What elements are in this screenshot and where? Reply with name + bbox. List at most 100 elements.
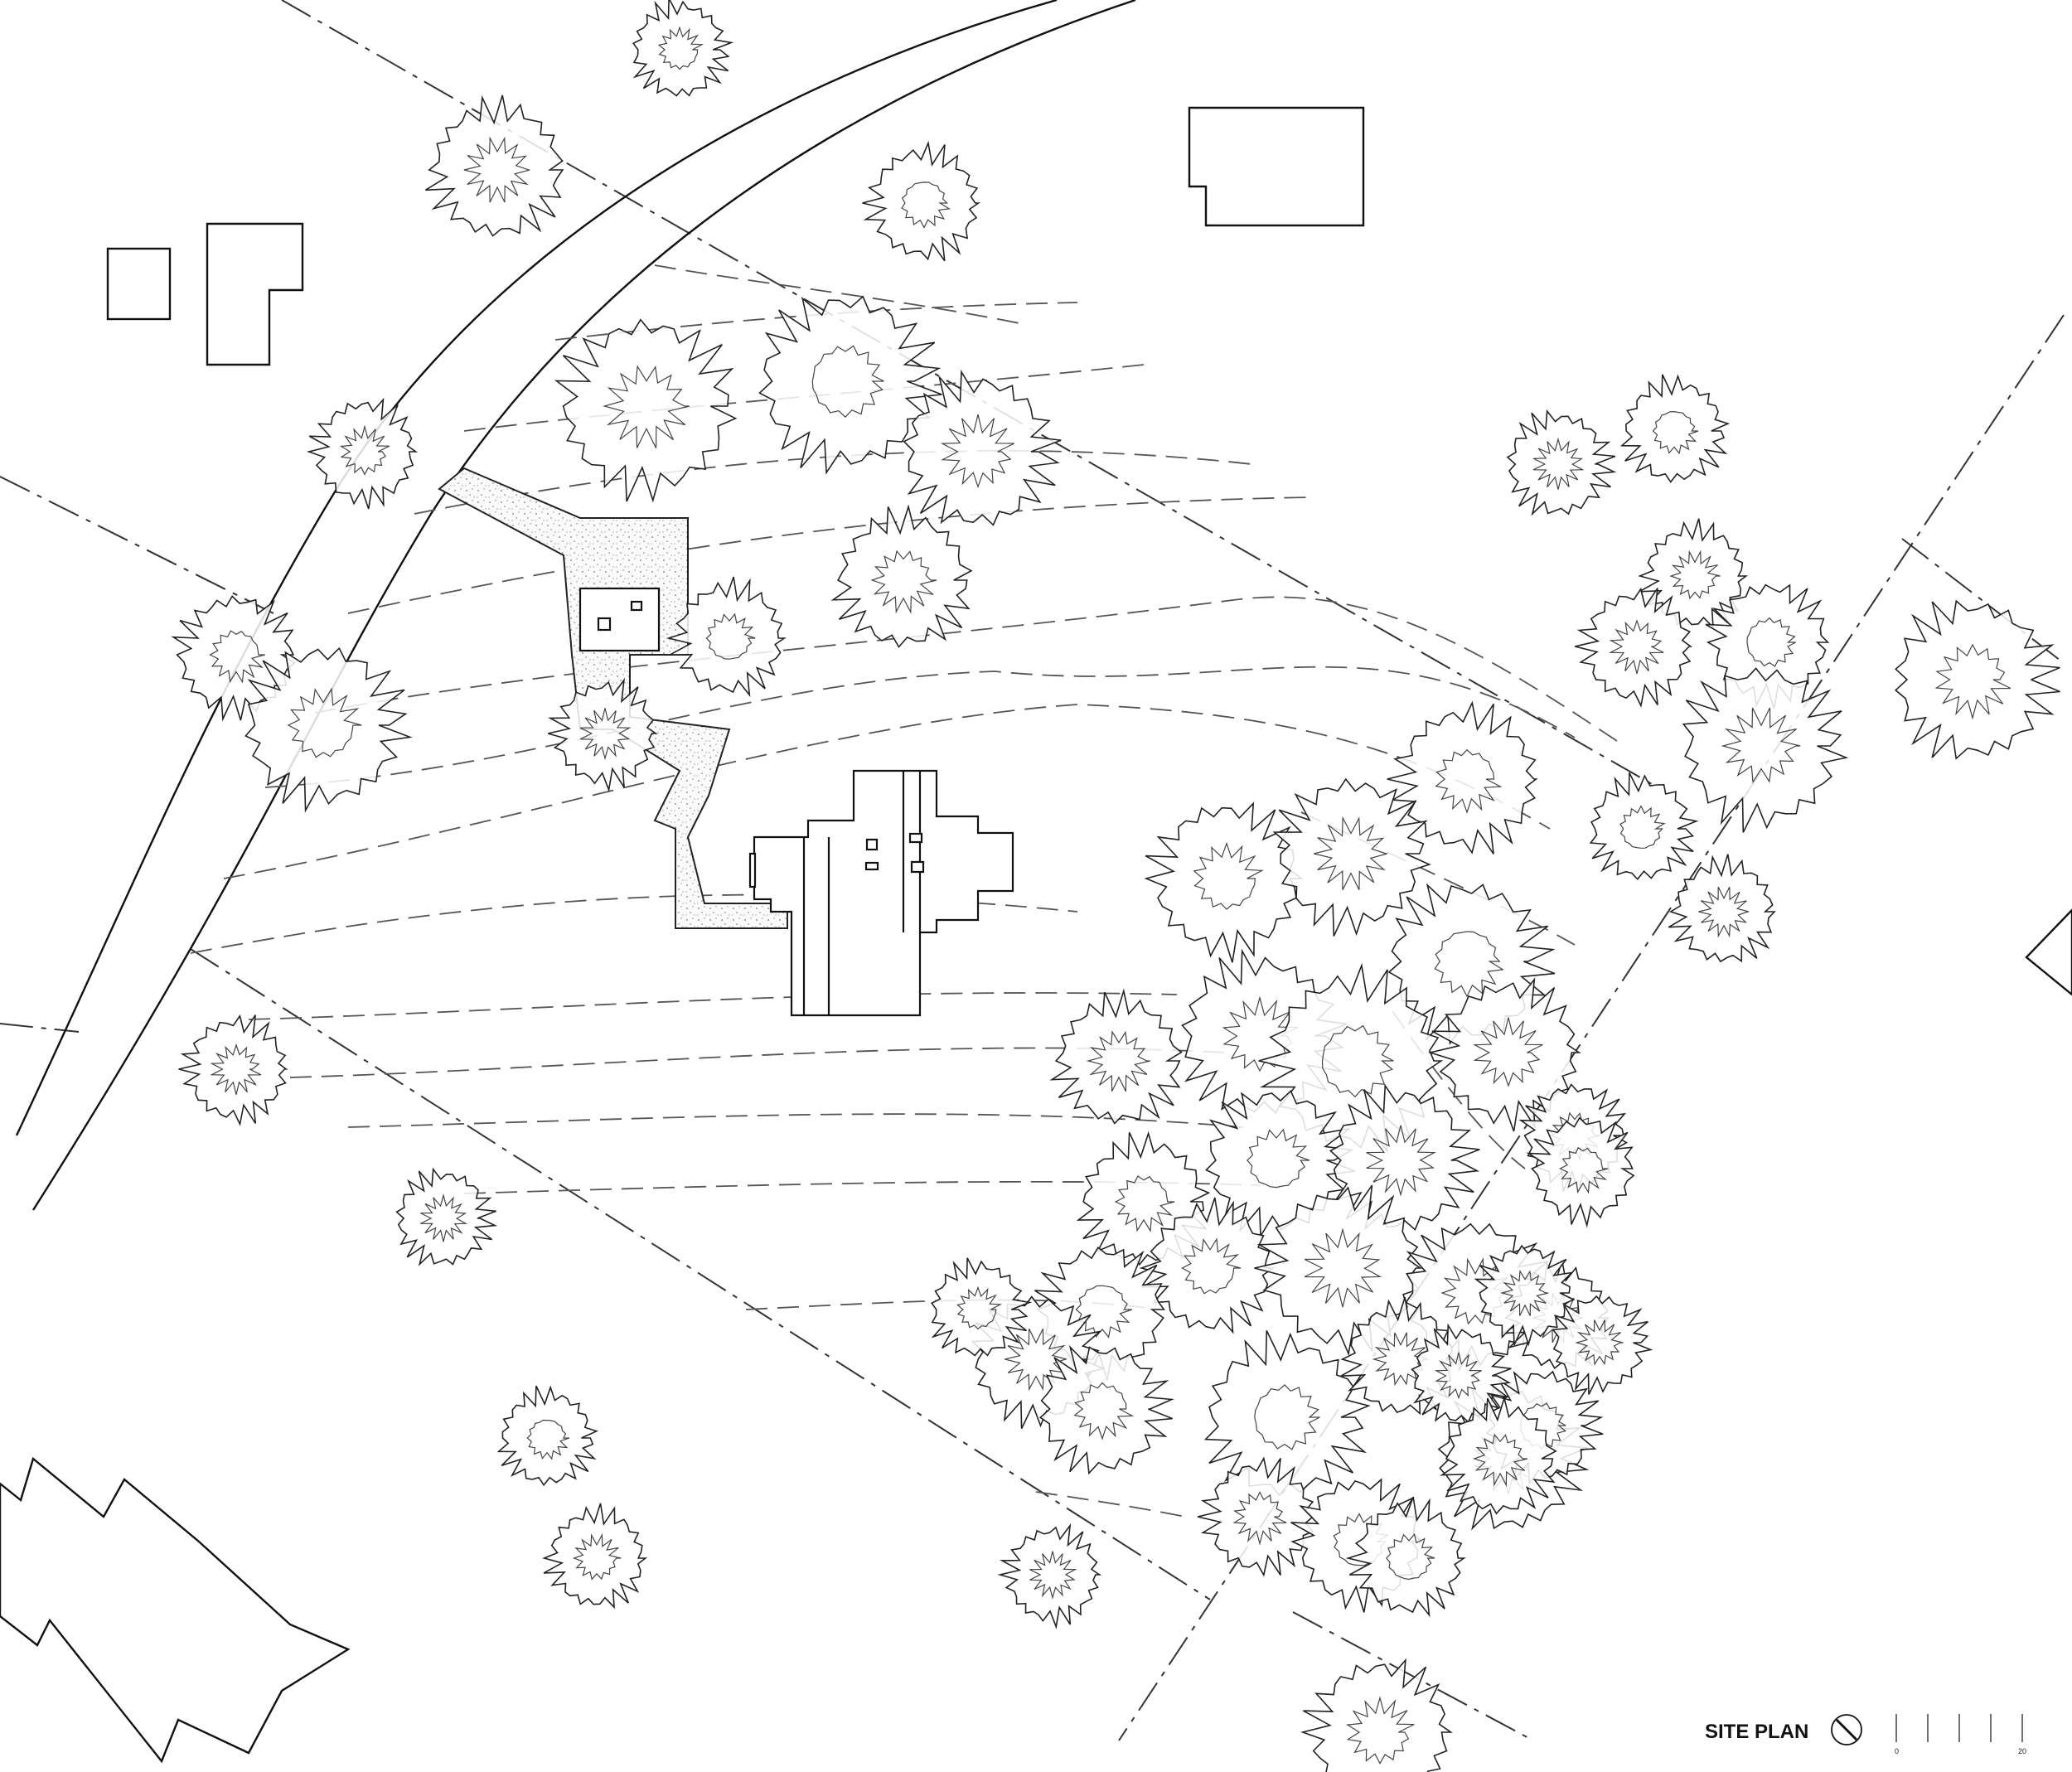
tree-canopy-inner xyxy=(1434,931,1504,998)
tree-canopy-inner xyxy=(287,687,362,758)
tree-canopy-inner xyxy=(1499,1269,1549,1316)
tree-canopy xyxy=(1682,667,1849,833)
tree-canopy-inner xyxy=(1232,1491,1287,1546)
tree-canopy-inner xyxy=(339,424,390,476)
main-house xyxy=(748,769,1014,1017)
tree-canopy xyxy=(1474,1244,1576,1347)
tree-canopy xyxy=(1506,409,1617,516)
tree-canopy xyxy=(1552,1295,1653,1395)
tree-canopy-inner xyxy=(526,1419,570,1460)
tree-canopy xyxy=(306,397,419,510)
tree-canopy-inner xyxy=(1254,1384,1320,1450)
property-lines xyxy=(0,0,2065,1741)
tree-canopy-inner xyxy=(1114,1175,1175,1232)
tree-canopy xyxy=(1197,1456,1314,1577)
tree-canopy xyxy=(1440,1395,1557,1515)
tree-canopy-inner xyxy=(901,182,951,229)
tree-canopy-inner xyxy=(1669,550,1721,600)
tree-canopy xyxy=(244,646,413,813)
tree-canopy-inner xyxy=(1193,841,1264,910)
tree-canopy xyxy=(862,140,981,262)
tree-canopy xyxy=(1894,599,2060,760)
title-block: SITE PLAN 0 20 xyxy=(1705,1714,2026,1755)
tree-canopy xyxy=(1345,1496,1467,1618)
tree-canopy-inner xyxy=(1372,1332,1429,1387)
tree-canopy-inner xyxy=(463,136,530,203)
tree-canopy-inner xyxy=(1575,1319,1624,1366)
tree-canopy xyxy=(1049,988,1183,1125)
tree-canopy-inner xyxy=(1086,1030,1150,1092)
tree-canopy xyxy=(395,1167,498,1266)
tree-canopy xyxy=(1038,1344,1174,1475)
tree-canopy xyxy=(997,1523,1102,1629)
tree-canopy-inner xyxy=(579,708,632,761)
north-arrow-icon xyxy=(1831,1714,1862,1745)
tree-canopy-inner xyxy=(811,345,884,418)
trees xyxy=(171,0,2060,1772)
tree-canopy-inner xyxy=(210,1043,262,1095)
tree-canopy-inner xyxy=(1609,619,1664,675)
tree-canopy-inner xyxy=(1473,1017,1543,1087)
tree-canopy xyxy=(1387,700,1538,855)
tree-canopy-inner xyxy=(1435,748,1503,814)
tree-canopy xyxy=(666,576,787,698)
tree-canopy-inner xyxy=(940,414,1014,489)
tree-canopy-inner xyxy=(1247,1128,1310,1189)
tree-canopy xyxy=(758,295,942,475)
tree-canopy-inner xyxy=(956,1285,1003,1330)
tree-canopy-inner xyxy=(1075,1285,1132,1339)
tree-canopy-inner xyxy=(1440,1257,1511,1325)
drawing-title: SITE PLAN xyxy=(1705,1721,1808,1743)
tree-canopy xyxy=(1139,1197,1276,1334)
tree-canopy xyxy=(542,1503,648,1610)
tree-canopy xyxy=(1638,518,1749,629)
tree-canopy-inner xyxy=(420,1193,468,1242)
neighbour-buildings xyxy=(0,106,2072,1764)
scale-bar-start-label: 0 xyxy=(1895,1747,1899,1755)
tree-canopy-inner xyxy=(1366,1125,1436,1197)
tree-canopy-inner xyxy=(1472,1433,1528,1488)
tree-canopy xyxy=(496,1385,599,1487)
tree-canopy-inner xyxy=(209,630,265,684)
tree-canopy xyxy=(1203,1330,1371,1497)
tree-canopy-inner xyxy=(657,26,704,70)
tree-canopy-inner xyxy=(1005,1328,1067,1392)
tree-canopy xyxy=(178,1014,288,1126)
tree-canopy-inner xyxy=(1652,410,1699,455)
tree-canopy xyxy=(1427,977,1581,1132)
outbuilding xyxy=(579,587,661,652)
tree-canopy xyxy=(1589,772,1699,881)
tree-canopy-inner xyxy=(1721,707,1801,784)
tree-canopy-inner xyxy=(572,1532,622,1581)
tree-canopy-inner xyxy=(1385,1532,1435,1581)
tree-canopy-inner xyxy=(1029,1551,1077,1600)
tree-canopy-inner xyxy=(1304,1227,1382,1308)
tree-canopy xyxy=(424,94,564,237)
tree-canopy-inner xyxy=(705,612,756,660)
scale-bar-end-label: 20 xyxy=(2018,1747,2026,1755)
tree-canopy-inner xyxy=(1619,805,1666,849)
tree-canopy xyxy=(1272,777,1431,937)
tree-canopy xyxy=(903,370,1062,526)
tree-canopy-inner xyxy=(870,550,937,614)
tree-canopy xyxy=(547,677,658,792)
tree-canopy xyxy=(1575,587,1693,708)
tree-canopy-inner xyxy=(1181,1237,1242,1295)
tree-canopy-inner xyxy=(1532,437,1585,490)
tree-canopy xyxy=(1668,854,1776,963)
tree-canopy xyxy=(931,1257,1033,1357)
tree-canopy xyxy=(554,318,738,503)
tree-canopy-inner xyxy=(1559,1146,1609,1194)
tree-canopy xyxy=(1526,1116,1635,1228)
tree-canopy-inner xyxy=(1314,816,1387,890)
scale-bar xyxy=(1895,1714,2023,1742)
tree-canopy-inner xyxy=(602,365,690,448)
tree-canopy-inner xyxy=(1346,1696,1415,1765)
tree-canopy xyxy=(1300,1658,1454,1772)
tree-canopy-inner xyxy=(1698,886,1750,938)
tree-canopy-inner xyxy=(1073,1382,1135,1440)
tree-canopy-inner xyxy=(1746,617,1796,667)
tree-canopy-inner xyxy=(1434,1352,1482,1400)
tree-canopy-inner xyxy=(1321,1024,1394,1098)
